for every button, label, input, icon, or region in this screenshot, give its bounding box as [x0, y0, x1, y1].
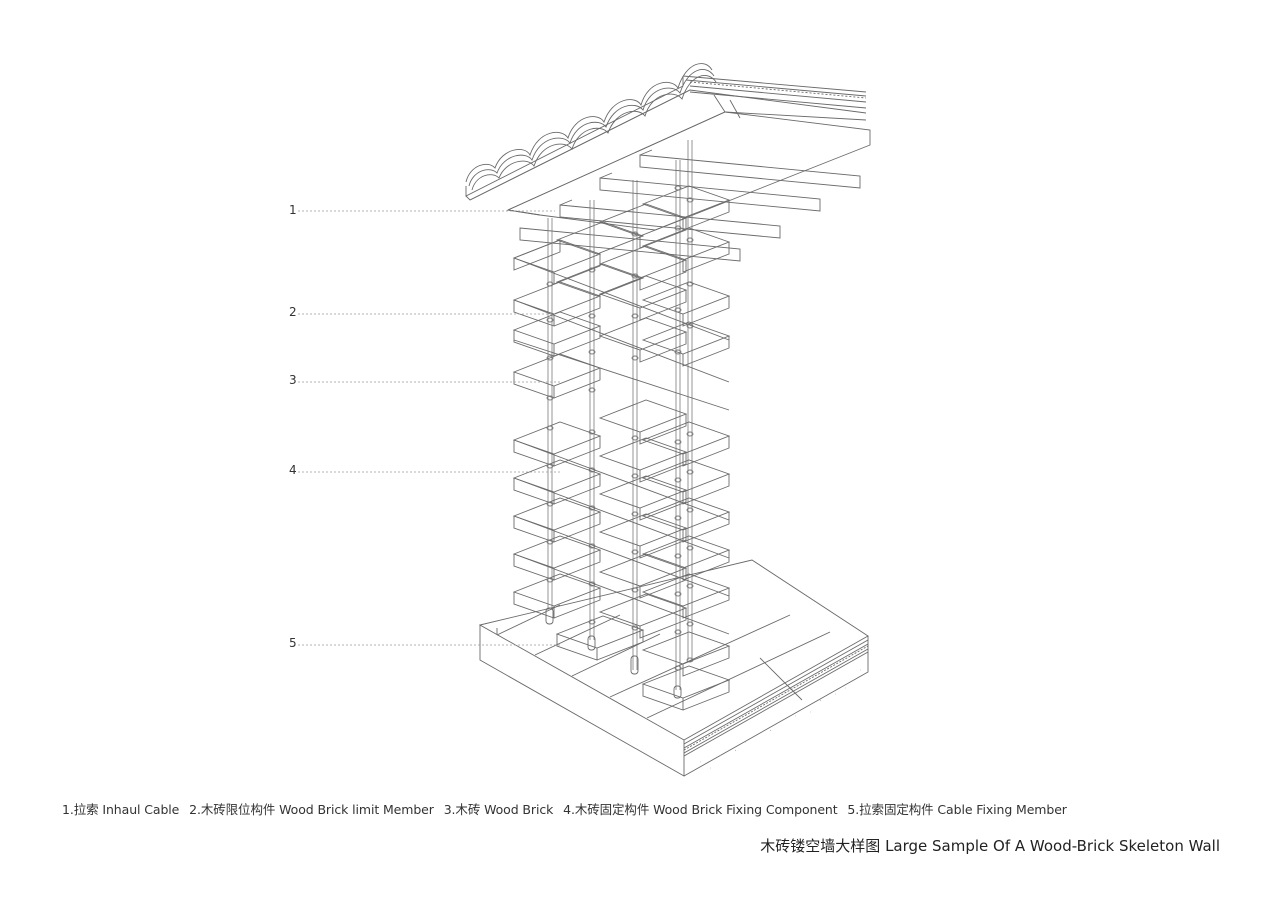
callout-3: 3: [289, 373, 297, 387]
legend-item-wood-brick-fixing-component: 4.木砖固定构件 Wood Brick Fixing Component: [563, 802, 838, 817]
legend-item-wood-brick: 3.木砖 Wood Brick: [443, 802, 554, 817]
callout-2: 2: [289, 305, 297, 319]
base-platform: [480, 560, 868, 776]
line-work: [466, 64, 870, 776]
legend: 1.拉索 Inhaul Cable 2.木砖限位构件 Wood Brick li…: [62, 799, 1073, 818]
callout-4: 4: [289, 463, 297, 477]
legend-item-inhaul-cable: 1.拉索 Inhaul Cable: [62, 802, 180, 817]
callout-1: 1: [289, 203, 297, 217]
wood-bricks-lower: [514, 400, 729, 710]
callout-5: 5: [289, 636, 297, 650]
wood-bricks-upper: [514, 186, 729, 410]
cable-clamps: [547, 186, 693, 670]
cable-fixing-members: [546, 608, 681, 698]
legend-item-cable-fixing-member: 5.拉索固定构件 Cable Fixing Member: [847, 802, 1067, 817]
drawing-title: 木砖镂空墙大样图 Large Sample Of A Wood-Brick Sk…: [760, 837, 1220, 855]
roof-eave: [466, 64, 870, 261]
legend-item-wood-brick-limit-member: 2.木砖限位构件 Wood Brick limit Member: [189, 802, 434, 817]
leader-lines: [298, 211, 560, 645]
